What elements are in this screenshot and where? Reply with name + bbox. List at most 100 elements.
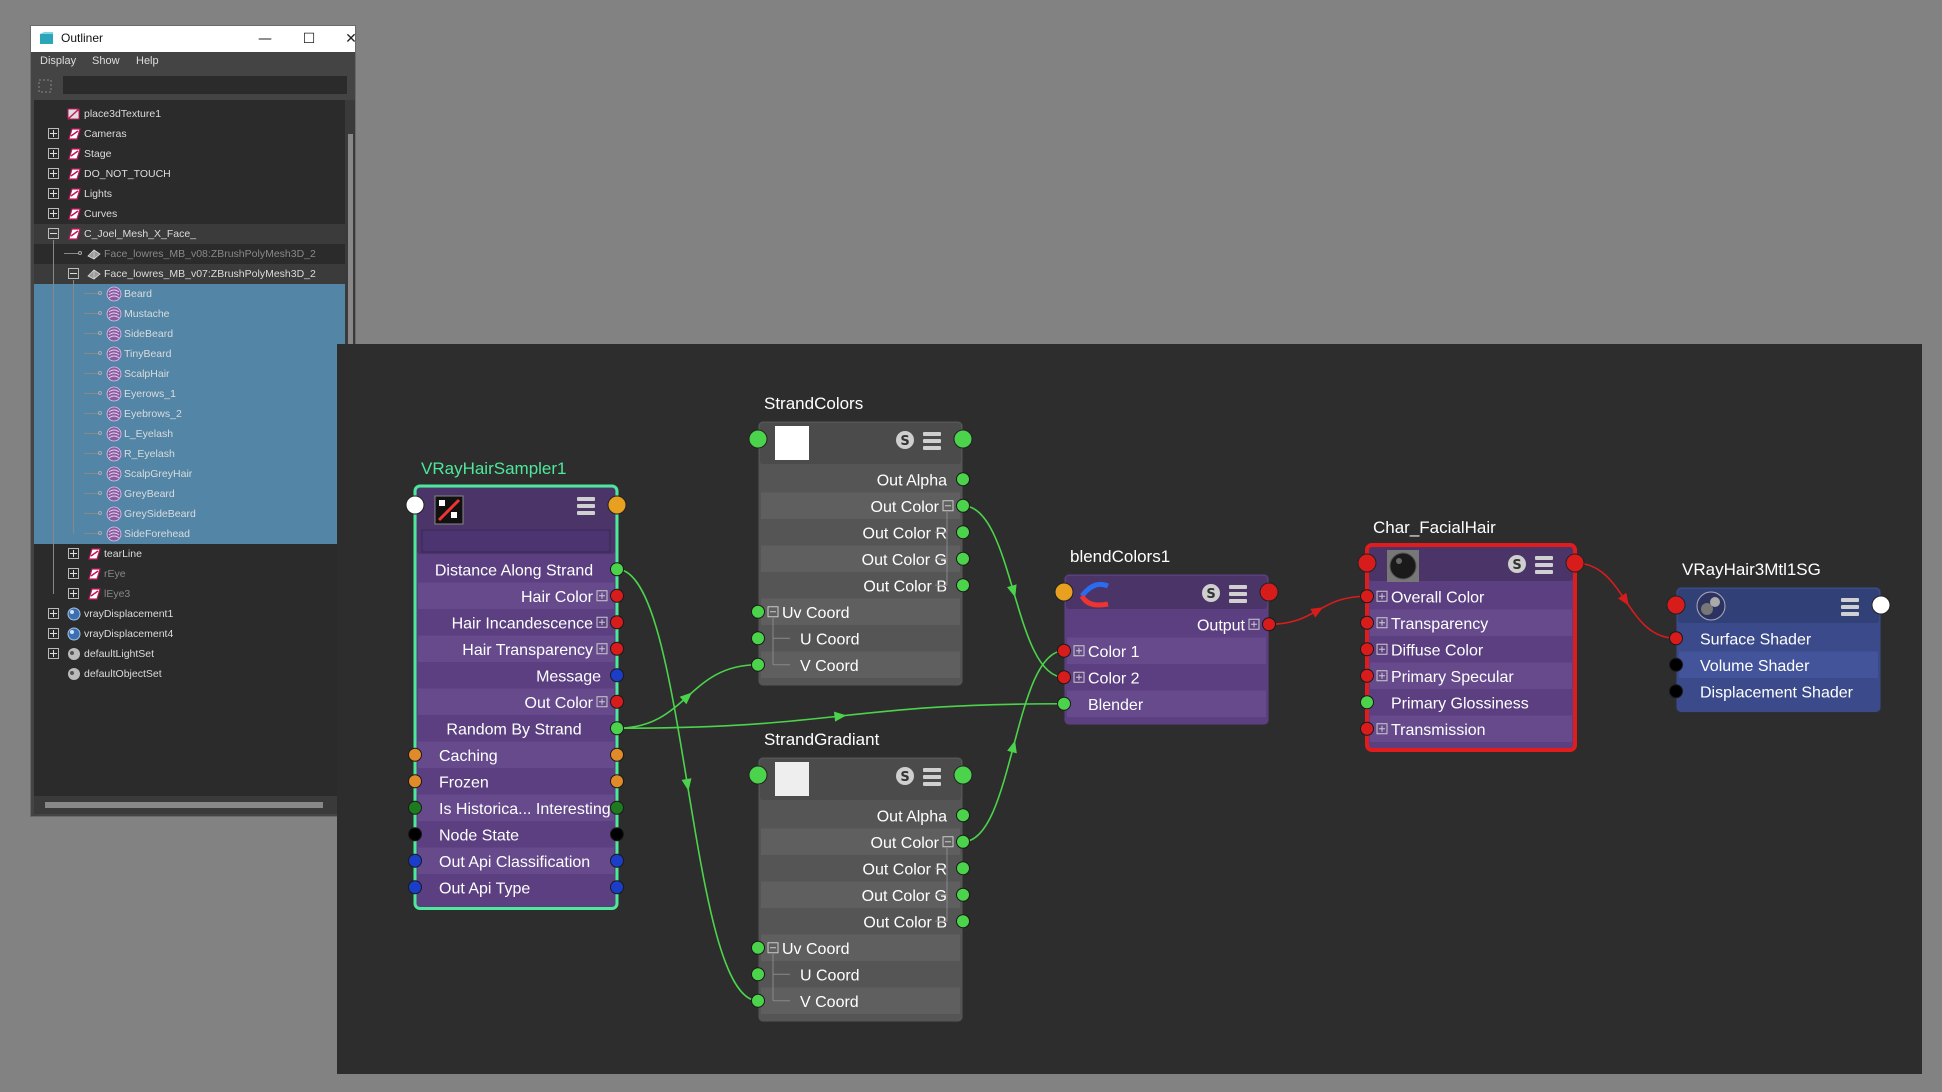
menu-show[interactable]: Show xyxy=(92,55,120,67)
shader-badge-icon[interactable] xyxy=(1508,555,1526,573)
attribute-list-icon[interactable] xyxy=(577,497,595,515)
expand-icon[interactable] xyxy=(68,588,79,599)
outliner-item[interactable]: rEye xyxy=(34,564,345,584)
attribute-input-port[interactable] xyxy=(408,880,422,895)
node-title[interactable]: StrandColors xyxy=(764,394,863,413)
attribute-output-port[interactable] xyxy=(956,578,970,593)
outliner-item[interactable]: TinyBeard xyxy=(34,344,345,364)
outliner-item[interactable]: lEye3 xyxy=(34,584,345,604)
attribute-label[interactable]: Out Color xyxy=(871,499,940,516)
attribute-label[interactable]: Is Historica... Interesting xyxy=(439,801,611,818)
expand-icon[interactable] xyxy=(48,188,59,199)
attribute-label[interactable]: Uv Coord xyxy=(782,605,850,622)
attribute-input-port[interactable] xyxy=(751,657,765,672)
attribute-input-port[interactable] xyxy=(751,993,765,1008)
outliner-item[interactable]: GreyBeard xyxy=(34,484,345,504)
node-output-port[interactable] xyxy=(607,495,627,515)
attribute-output-port[interactable] xyxy=(610,694,624,709)
attribute-output-port[interactable] xyxy=(956,808,970,823)
node-input-port[interactable] xyxy=(1054,582,1074,602)
attribute-input-port[interactable] xyxy=(1669,684,1683,699)
attribute-label[interactable]: Uv Coord xyxy=(782,941,850,958)
attribute-list-icon[interactable] xyxy=(1229,585,1247,603)
node-output-port[interactable] xyxy=(953,765,973,785)
expand-attribute-icon[interactable] xyxy=(1248,618,1260,630)
attribute-input-port[interactable] xyxy=(1669,657,1683,672)
outliner-item[interactable]: Face_lowres_MB_v07:ZBrushPolyMesh3D_2 xyxy=(34,264,345,284)
attribute-list-icon[interactable] xyxy=(923,768,941,786)
attribute-input-port[interactable] xyxy=(1360,615,1374,630)
expand-icon[interactable] xyxy=(48,148,59,159)
node-input-port[interactable] xyxy=(405,495,425,515)
attribute-output-port[interactable] xyxy=(610,641,624,656)
attribute-input-port[interactable] xyxy=(1057,696,1071,711)
attribute-label[interactable]: Out Alpha xyxy=(877,472,947,489)
attribute-input-port[interactable] xyxy=(1057,643,1071,658)
attribute-label[interactable]: Hair Color xyxy=(521,589,594,606)
shader-badge-icon[interactable] xyxy=(896,767,914,785)
expand-attribute-icon[interactable] xyxy=(596,590,608,602)
attribute-label[interactable]: V Coord xyxy=(800,658,859,675)
attribute-output-port[interactable] xyxy=(956,834,970,849)
node-output-port[interactable] xyxy=(1565,553,1585,573)
attribute-output-port[interactable] xyxy=(610,880,624,895)
attribute-output-port[interactable] xyxy=(956,551,970,566)
outliner-item[interactable]: Eyerows_1 xyxy=(34,384,345,404)
node-title[interactable]: Char_FacialHair xyxy=(1373,518,1496,537)
close-button[interactable]: ✕ xyxy=(345,31,357,47)
attribute-input-port[interactable] xyxy=(408,853,422,868)
shader-badge-icon[interactable] xyxy=(1202,584,1220,602)
outliner-item[interactable]: vrayDisplacement1 xyxy=(34,604,345,624)
attribute-label[interactable]: Distance Along Strand xyxy=(435,562,593,579)
expand-attribute-icon[interactable] xyxy=(1376,617,1388,629)
collapse-icon[interactable] xyxy=(68,268,79,279)
attribute-input-port[interactable] xyxy=(1360,668,1374,683)
outliner-item[interactable]: tearLine xyxy=(34,544,345,564)
outliner-item[interactable]: Stage xyxy=(34,144,345,164)
node-output-port[interactable] xyxy=(953,429,973,449)
node-input-port[interactable] xyxy=(1357,553,1377,573)
attribute-label[interactable]: Out Api Classification xyxy=(439,854,590,871)
attribute-label[interactable]: Primary Specular xyxy=(1391,669,1514,686)
attribute-input-port[interactable] xyxy=(751,940,765,955)
attribute-label[interactable]: U Coord xyxy=(800,631,860,648)
outliner-item[interactable]: Lights xyxy=(34,184,345,204)
attribute-input-port[interactable] xyxy=(751,604,765,619)
attribute-label[interactable]: Primary Glossiness xyxy=(1391,695,1529,712)
attribute-output-port[interactable] xyxy=(610,721,624,736)
expand-icon[interactable] xyxy=(48,608,59,619)
attribute-label[interactable]: Displacement Shader xyxy=(1700,684,1854,701)
expand-attribute-icon[interactable] xyxy=(1073,645,1085,657)
attribute-output-port[interactable] xyxy=(610,853,624,868)
outliner-item[interactable]: SideForehead xyxy=(34,524,345,544)
attribute-label[interactable]: Out Color xyxy=(871,835,940,852)
attribute-label[interactable]: Message xyxy=(536,668,601,685)
outliner-item[interactable]: ScalpGreyHair xyxy=(34,464,345,484)
outliner-item[interactable]: Face_lowres_MB_v08:ZBrushPolyMesh3D_2 xyxy=(34,244,345,264)
attribute-label[interactable]: Surface Shader xyxy=(1700,631,1812,648)
outliner-item[interactable]: Curves xyxy=(34,204,345,224)
expand-attribute-icon[interactable] xyxy=(1376,670,1388,682)
node-title[interactable]: VRayHair3Mtl1SG xyxy=(1682,560,1821,579)
attribute-label[interactable]: Out Color B xyxy=(863,578,947,595)
attribute-output-port[interactable] xyxy=(610,615,624,630)
attribute-label[interactable]: Out Color R xyxy=(863,525,947,542)
attribute-label[interactable]: Out Alpha xyxy=(877,808,947,825)
minimize-button[interactable]: — xyxy=(258,31,272,47)
node-title[interactable]: StrandGradiant xyxy=(764,730,880,749)
expand-attribute-icon[interactable] xyxy=(596,616,608,628)
attribute-label[interactable]: Hair Transparency xyxy=(462,642,593,659)
outliner-item[interactable]: Beard xyxy=(34,284,345,304)
menu-display[interactable]: Display xyxy=(40,55,77,67)
node-output-port[interactable] xyxy=(1259,582,1279,602)
attribute-output-port[interactable] xyxy=(956,887,970,902)
attribute-label[interactable]: U Coord xyxy=(800,967,860,984)
attribute-label[interactable]: Diffuse Color xyxy=(1391,642,1484,659)
maximize-button[interactable]: ☐ xyxy=(302,31,316,47)
